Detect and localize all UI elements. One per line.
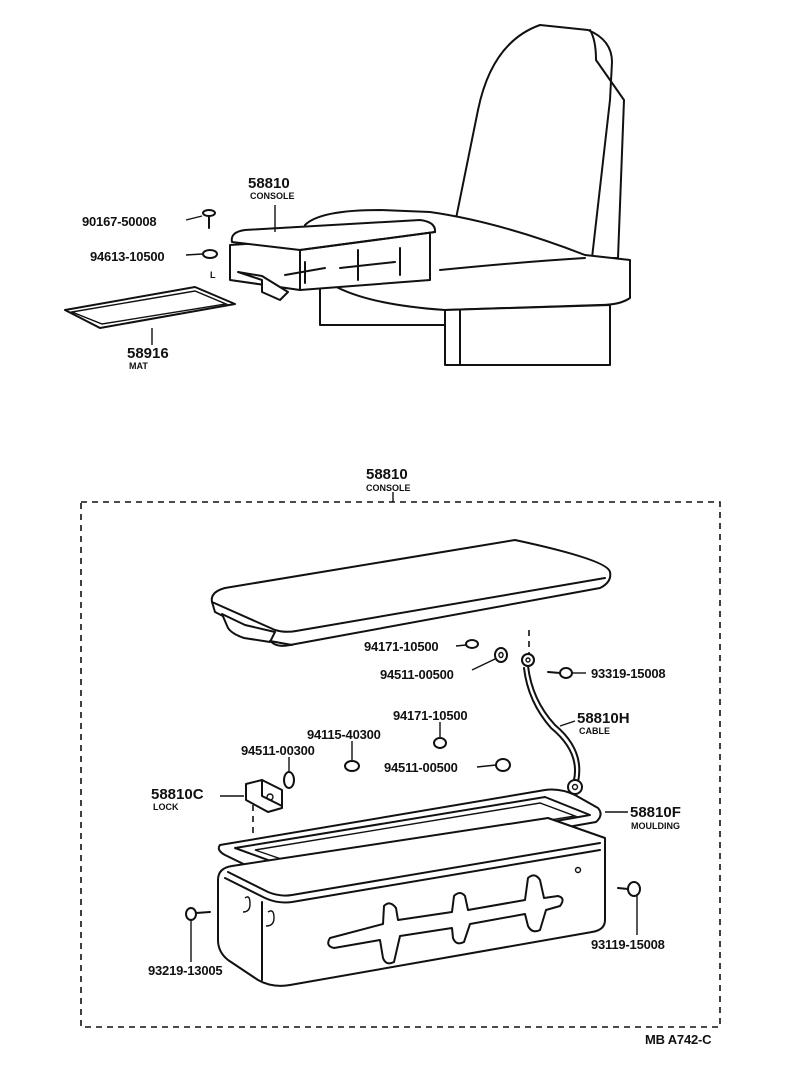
label-58810c: 58810C xyxy=(151,786,204,803)
label-90167-50008: 90167-50008 xyxy=(82,214,156,229)
label-93319-15008: 93319-15008 xyxy=(591,666,665,681)
washer-94613-icon xyxy=(202,249,218,259)
screw-93219-icon xyxy=(185,907,211,921)
lock-58810c xyxy=(245,779,283,838)
screw-93119-icon xyxy=(617,881,641,897)
label-console-detail: CONSOLE xyxy=(366,483,411,493)
label-mat: MAT xyxy=(129,361,148,371)
screw-93319-icon xyxy=(547,667,573,679)
drawing-code: MB A742-C xyxy=(645,1032,712,1047)
label-58810f: 58810F xyxy=(630,804,681,821)
marker-l: L xyxy=(210,270,216,280)
nut-94115-icon xyxy=(344,760,360,772)
label-58916: 58916 xyxy=(127,345,169,362)
upper-view: L 58810 CONSOLE 90167-50008 94613-10500 … xyxy=(64,24,631,371)
cable-58810h xyxy=(521,653,583,795)
label-94511-00300: 94511-00300 xyxy=(241,743,315,758)
label-93119-15008: 93119-15008 xyxy=(591,937,665,952)
detail-view: 58810 CONSOLE xyxy=(80,466,721,1028)
label-lock: LOCK xyxy=(153,802,179,812)
label-94613-10500: 94613-10500 xyxy=(90,249,164,264)
label-94171-10500-b: 94171-10500 xyxy=(393,708,467,723)
screw-90167-icon xyxy=(202,209,216,229)
seat-back xyxy=(447,24,613,259)
detail-frame xyxy=(80,501,721,1028)
label-58810-detail: 58810 xyxy=(366,466,408,483)
label-94115-40300: 94115-40300 xyxy=(307,727,381,742)
nut-94171-lower-icon xyxy=(433,737,447,749)
label-58810-upper: 58810 xyxy=(248,175,290,192)
console-lid-upper xyxy=(230,219,437,251)
seat-base xyxy=(444,304,611,366)
label-94511-00500-b: 94511-00500 xyxy=(384,760,458,775)
label-58810h: 58810H xyxy=(577,710,630,727)
console-lid xyxy=(210,539,612,647)
nut-94171-upper-icon xyxy=(465,639,479,649)
label-console-upper: CONSOLE xyxy=(250,191,295,201)
label-moulding: MOULDING xyxy=(631,821,680,831)
label-94171-10500-a: 94171-10500 xyxy=(364,639,438,654)
washer-94511-00500-lower-icon xyxy=(495,758,511,772)
mat xyxy=(64,286,236,329)
washer-94511-00500-upper-icon xyxy=(494,647,508,663)
washer-94511-00300-icon xyxy=(283,771,295,789)
label-cable: CABLE xyxy=(579,726,610,736)
label-93219-13005: 93219-13005 xyxy=(148,963,222,978)
console-box xyxy=(217,817,606,987)
label-94511-00500-a: 94511-00500 xyxy=(380,667,454,682)
seat-back-edge xyxy=(589,29,625,259)
